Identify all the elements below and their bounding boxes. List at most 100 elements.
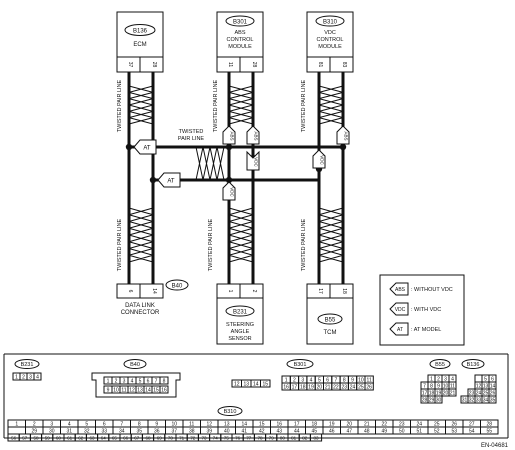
b301-pin: 26: [366, 384, 372, 390]
abs-pin-a: 11: [227, 62, 233, 67]
b310-pin: 41: [241, 428, 247, 434]
b136-pin: 35: [490, 397, 496, 403]
b40-pin: 7: [155, 378, 158, 384]
at-marker-upper: AT: [133, 139, 157, 155]
module-abs: B301 ABS CONTROL MODULE 11 28: [216, 11, 264, 73]
vdc-pin-b: 83: [341, 62, 347, 68]
b310-pin: 65: [112, 436, 118, 441]
b301-pin: 1: [285, 377, 288, 383]
at-marker-lower: AT: [157, 172, 181, 188]
b310-pin: 62: [78, 436, 84, 441]
b310-pin: 64: [101, 436, 107, 441]
b136-code: B136: [467, 362, 480, 368]
b301-pin: 18: [300, 384, 306, 390]
abs-marker-vdc-text: ABS: [344, 131, 349, 140]
b310-pin: 30: [49, 428, 55, 434]
b310-pin: 22: [381, 421, 387, 427]
b310-pin: 34: [119, 428, 125, 434]
b310-pin: 15: [259, 421, 265, 427]
abs-code: B301: [233, 20, 248, 26]
b310-pin: 59: [45, 436, 51, 441]
steering-line1: STEERING: [226, 322, 254, 328]
b310-pin: 9: [155, 421, 158, 427]
legend-item-at: AT : AT MODEL: [389, 322, 441, 336]
b310-pin: 10: [171, 421, 177, 427]
b55-pin: 1: [430, 376, 433, 382]
b55-pin: 19: [436, 390, 442, 396]
legend-at-text: : AT MODEL: [411, 327, 441, 333]
b310-pin: 55: [486, 428, 492, 434]
b231-cell: [33, 372, 42, 381]
b310-pin: 63: [89, 436, 95, 441]
b310-pin: 49: [381, 428, 387, 434]
steering-code: B231: [233, 310, 248, 316]
b310-pin: 8: [138, 421, 141, 427]
b136-pin: 6: [491, 376, 494, 382]
b310-pin: 52: [434, 428, 440, 434]
b301-pin: 21: [325, 384, 331, 390]
dlc-code: B40: [172, 284, 183, 290]
b231-code: B231: [21, 362, 34, 368]
b310-pin: 37: [171, 428, 177, 434]
b310-pin: 79: [269, 436, 275, 441]
b301-pin: 16: [283, 384, 289, 390]
b40-cell: [159, 376, 169, 385]
b136-pin: 13: [483, 383, 489, 389]
twisted-label-vdc: TWISTED PAIR LINE: [301, 79, 307, 132]
tcm-label: TCM: [324, 330, 337, 336]
option-markers: AT AT ABS ABS ABS VDC VDC VDC: [133, 125, 350, 201]
b301-pin: 4: [310, 377, 313, 383]
vdc-line2: CONTROL: [317, 37, 344, 43]
twisted-label-tcm: TWISTED PAIR LINE: [301, 218, 307, 271]
abs-marker-left-text: ABS: [230, 131, 235, 140]
dlc-pin-b: 14: [151, 288, 157, 294]
b301-pin: 15: [262, 381, 268, 387]
b310-pin: 19: [329, 421, 335, 427]
b310-pin: 29: [31, 428, 37, 434]
legend-vdc-text: : WITH VDC: [411, 307, 441, 313]
b310-pin: 56: [11, 436, 17, 441]
b301-pin: 25: [358, 384, 364, 390]
twisted-center-line2: PAIR LINE: [178, 136, 205, 142]
dlc-line1: DATA LINK: [125, 303, 155, 309]
b136-pin: 12: [476, 383, 482, 389]
module-vdc: B310 VDC CONTROL MODULE 81 83: [306, 11, 354, 73]
b40-pin: 11: [121, 387, 126, 393]
dlc-line2: CONNECTOR: [121, 310, 160, 316]
twisted-label-dlc: TWISTED PAIR LINE: [117, 218, 123, 271]
b310-pin: 76: [235, 436, 241, 441]
b310-pin: 31: [66, 428, 72, 434]
b40-pin: 5: [139, 378, 142, 384]
b301-pin: 14: [253, 381, 259, 387]
b40-cell: [159, 385, 169, 394]
b310-pin: 54: [469, 428, 475, 434]
b310-cell: [309, 433, 323, 442]
b40-pin: 13: [137, 387, 143, 393]
twist-segment: [228, 207, 254, 263]
vdc-marker-right: VDC: [246, 150, 260, 171]
b310-pin: 53: [451, 428, 457, 434]
module-ecm: B136 ECM 37 28: [116, 11, 164, 73]
b136-pin: 31: [462, 397, 468, 403]
b55-code: B55: [435, 362, 445, 368]
b310-pin: 61: [67, 436, 73, 441]
b310-cell: [480, 426, 499, 435]
b310-pin: 43: [276, 428, 282, 434]
b55-cell: [448, 388, 457, 397]
b310-pin: 38: [189, 428, 195, 434]
b310-pin: 16: [276, 421, 282, 427]
vdc-marker-vdc-module: VDC: [312, 149, 326, 169]
ecm-pin-b: 28: [151, 62, 157, 68]
b301-pin: 13: [243, 381, 249, 387]
abs-marker-right: ABS: [246, 125, 260, 145]
b40-pin: 2: [115, 378, 118, 384]
dlc-pin-a: 6: [127, 290, 133, 293]
b231-pin: 3: [29, 374, 32, 380]
module-steering-angle-sensor: 1 2 B231 STEERING ANGLE SENSOR: [216, 283, 264, 345]
b310-pin: 20: [346, 421, 352, 427]
b55-pin: 28: [422, 397, 428, 403]
b310-pin: 47: [346, 428, 352, 434]
